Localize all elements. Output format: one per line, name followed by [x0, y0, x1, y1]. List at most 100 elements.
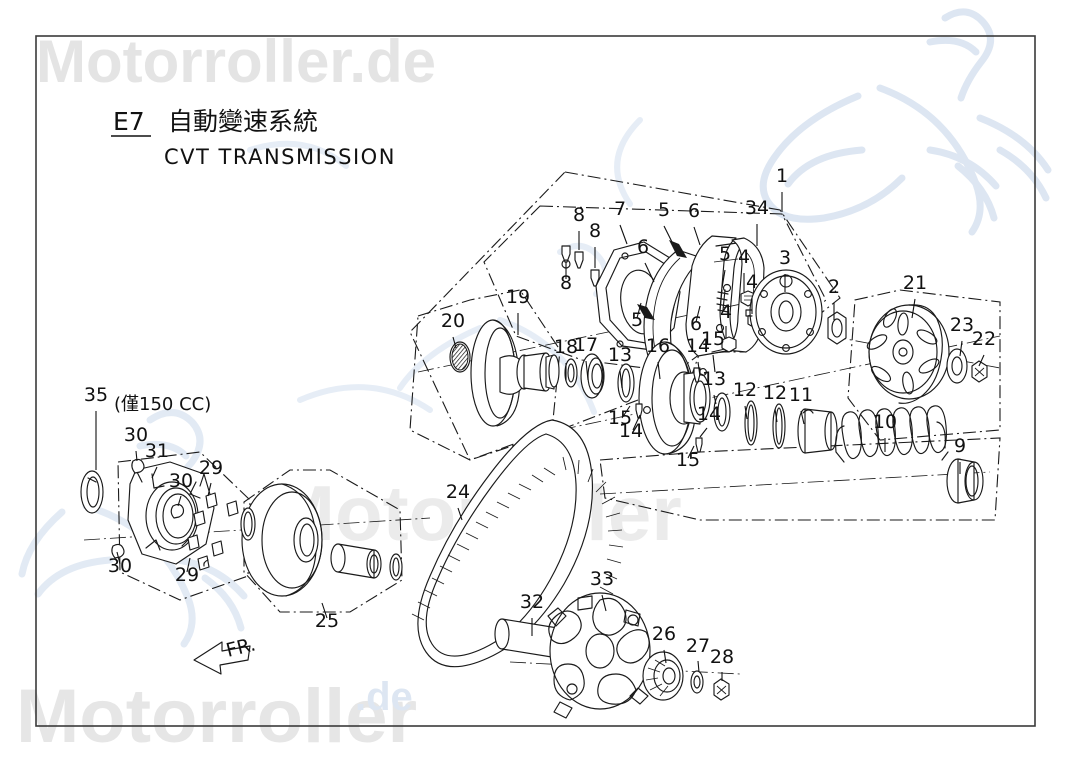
callout-leader-line — [636, 302, 642, 319]
callout-number: 5 — [719, 243, 731, 265]
callout-leader-line — [619, 224, 628, 245]
part-callout: 24 — [446, 481, 470, 521]
part-callout: 8 — [573, 204, 585, 250]
callout-number: 30 — [169, 470, 193, 492]
spring-seat-part-9 — [946, 458, 984, 504]
part-callout: 12 — [733, 379, 757, 420]
washer-part-23 — [946, 348, 968, 384]
slider-collar-part-11 — [797, 408, 838, 454]
part-callout: 9 — [954, 435, 966, 474]
part-callout: 26 — [652, 623, 676, 664]
callout-number: 8 — [573, 204, 585, 226]
callout-number: 29 — [175, 564, 199, 586]
nut-part-28 — [713, 678, 730, 701]
part-callout: 33 — [590, 568, 614, 612]
callout-number: 4 — [738, 246, 750, 268]
callout-leader-line — [693, 226, 701, 246]
callout-number: 31 — [145, 440, 169, 462]
part-callout: 15 — [608, 405, 632, 429]
callout-leader-line — [657, 361, 661, 380]
page-title-cjk: 自動變速系統 — [168, 107, 318, 136]
part-callout: 10 — [873, 411, 897, 452]
part-callout: 8 — [560, 262, 572, 294]
callout-number: 16 — [646, 335, 670, 357]
part-callout: 29 — [175, 557, 199, 586]
callout-leader-line — [663, 225, 673, 243]
callout-number: 29 — [199, 457, 223, 479]
callout-number: 26 — [652, 623, 676, 645]
spacer-part-18 — [564, 358, 578, 388]
part-callout: 12 — [763, 382, 787, 423]
part-callout: 30 — [169, 470, 193, 507]
part-callout: 19 — [506, 286, 530, 335]
part-callout: 34 — [745, 197, 769, 246]
part-callout: 13 — [608, 344, 632, 389]
callout-leader-line — [186, 557, 191, 573]
part-callout: 30 — [108, 551, 132, 577]
callout-leader-line — [699, 427, 708, 438]
front-direction-label: FR. — [224, 633, 258, 661]
callout-leader-line — [321, 602, 328, 619]
drive-nut-part-2 — [827, 311, 847, 345]
scooter-logo-watermark-top-right — [759, 8, 1052, 236]
callout-number: 27 — [686, 635, 710, 657]
part-callout: 4 — [746, 271, 758, 314]
callout-leader-line — [116, 551, 121, 565]
callout-leader-line — [687, 445, 695, 459]
oring-part-12-a — [744, 400, 758, 446]
callout-number: 3 — [779, 247, 791, 269]
callout-number: 14 — [619, 420, 643, 442]
callout-number: 20 — [441, 310, 465, 332]
note-only-150cc: (僅150 CC) — [114, 394, 211, 415]
part-callout: 32 — [520, 591, 544, 636]
callout-number: 15 — [701, 328, 725, 350]
callout-number: 13 — [702, 368, 726, 390]
part-callout: 5 — [658, 199, 673, 243]
clutch-carrier-plate-part-3 — [745, 269, 823, 355]
part-callout: 28 — [710, 646, 734, 681]
callout-leader-line — [959, 340, 963, 357]
callout-leader-line — [457, 507, 463, 521]
callout-number: 15 — [676, 449, 700, 471]
page-title-block: E7 自動變速系統 CVT TRANSMISSION — [111, 107, 394, 169]
callout-number: 12 — [763, 382, 787, 404]
callout-leader-line — [713, 394, 717, 405]
watermark-top-left: Motorroller.de — [36, 28, 436, 95]
callout-leader-line — [619, 370, 623, 389]
part-callout: 27 — [686, 635, 710, 673]
driven-pulley-face-part-16 — [638, 341, 711, 455]
callout-number: 5 — [631, 309, 643, 331]
callout-number: 28 — [710, 646, 734, 668]
nut-part-22 — [971, 360, 988, 383]
watermark-bottom-left: Motorroller — [16, 674, 417, 759]
fan-hub-part-26 — [642, 651, 684, 701]
callout-number: 25 — [315, 610, 339, 632]
callout-number: 6 — [688, 200, 700, 222]
callout-leader-line — [774, 408, 778, 423]
callout-leader-line — [585, 360, 589, 381]
callout-leader-line — [695, 305, 701, 323]
front-direction-arrow — [193, 641, 251, 675]
part-callout: 4 — [720, 301, 732, 338]
part-callout: 4 — [738, 246, 750, 292]
part-callout: 22 — [972, 328, 996, 367]
movable-drive-face-part-25 — [240, 483, 403, 597]
callout-number: 11 — [789, 384, 813, 406]
clutch-spring-part-10 — [835, 405, 949, 463]
scooter-logo-watermark-center — [247, 117, 643, 415]
part-callout: 6 — [637, 236, 655, 283]
callout-number: 19 — [506, 286, 530, 308]
callout-number: 9 — [954, 435, 966, 457]
part-callout: 31 — [145, 440, 169, 479]
slider-piece-part-30 — [111, 458, 185, 559]
part-callout: 5 — [631, 302, 643, 331]
callout-leader-line — [621, 405, 631, 419]
callout-number: 8 — [589, 220, 601, 242]
callout-number: 10 — [873, 411, 897, 433]
callout-leader-line — [601, 594, 607, 612]
callout-number: 22 — [972, 328, 996, 350]
callout-leader-line — [632, 414, 641, 431]
